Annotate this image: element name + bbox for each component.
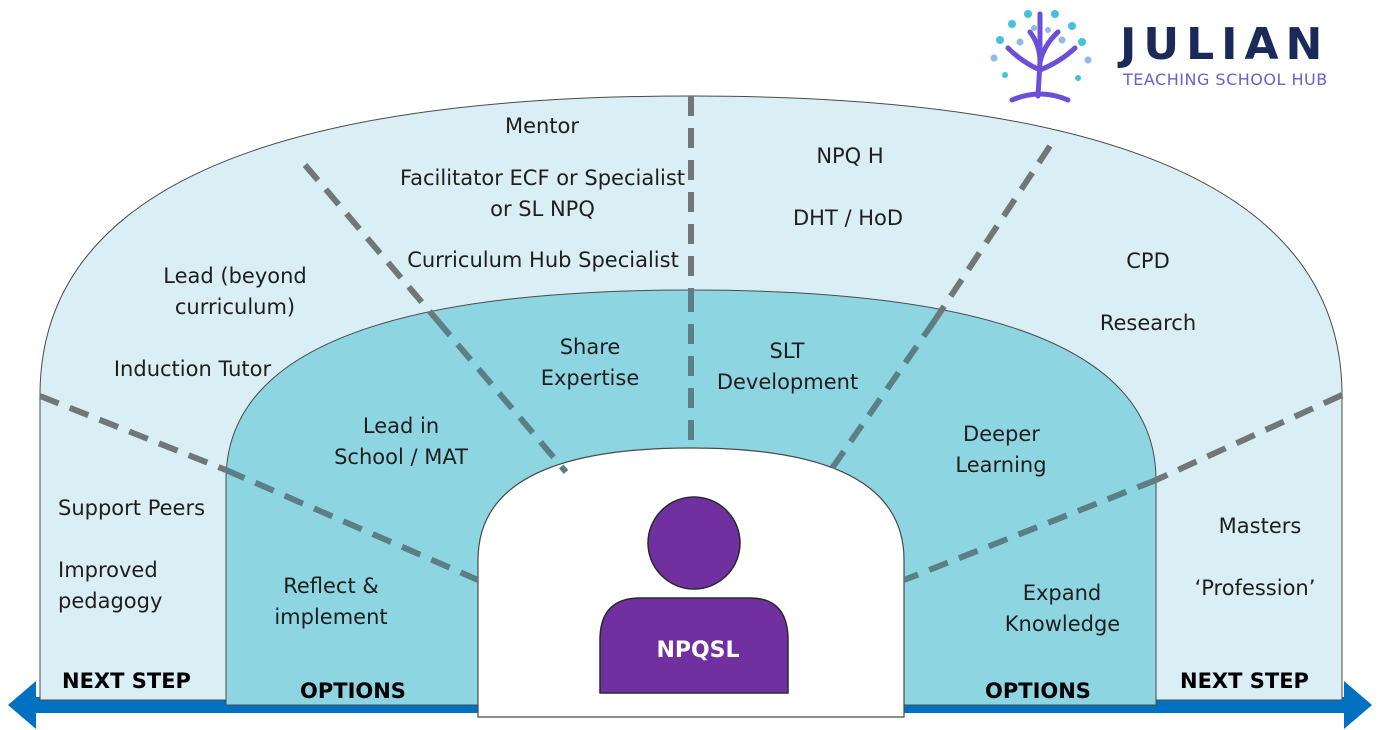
label-mentor: Mentor bbox=[504, 114, 580, 138]
label-knowledge: Knowledge bbox=[1004, 612, 1121, 636]
label-share: Share bbox=[559, 335, 621, 359]
person-icon bbox=[599, 496, 789, 694]
label-reflect: Reflect & bbox=[283, 574, 379, 598]
divider-outer-upper-left bbox=[302, 163, 440, 322]
label-implement: implement bbox=[274, 605, 388, 629]
label-induction-tutor: Induction Tutor bbox=[113, 357, 272, 381]
logo-subtitle: TEACHING SCHOOL HUB bbox=[1123, 70, 1328, 89]
dividers bbox=[38, 96, 1344, 583]
label-profession: ‘Profession’ bbox=[1194, 576, 1316, 600]
label-lead-in: Lead in bbox=[362, 414, 440, 438]
logo-title: JULIAN bbox=[1120, 19, 1330, 70]
label-lead-beyond: Lead (beyond bbox=[163, 264, 307, 288]
label-cpd: CPD bbox=[1126, 249, 1170, 273]
divider-inner-upper-left bbox=[434, 318, 569, 474]
next-step-left: NEXT STEP bbox=[62, 669, 191, 693]
label-pedagogy: pedagogy bbox=[58, 589, 163, 613]
label-development: Development bbox=[716, 370, 859, 394]
next-step-right: NEXT STEP bbox=[1180, 669, 1309, 693]
options-left: OPTIONS bbox=[300, 679, 406, 703]
divider-inner-right bbox=[902, 477, 1158, 583]
label-research: Research bbox=[1099, 311, 1197, 335]
divider-outer-right bbox=[1154, 392, 1344, 483]
divider-outer-left bbox=[38, 393, 228, 473]
label-npq-h: NPQ H bbox=[816, 144, 884, 168]
label-support-peers: Support Peers bbox=[58, 496, 206, 520]
label-deeper: Deeper bbox=[963, 422, 1040, 446]
label-curriculum-hub: Curriculum Hub Specialist bbox=[407, 248, 679, 272]
label-expand: Expand bbox=[1022, 581, 1102, 605]
label-learning: Learning bbox=[955, 453, 1047, 477]
label-facilitator: Facilitator ECF or Specialist bbox=[399, 166, 686, 190]
label-sl-npq: or SL NPQ bbox=[490, 197, 595, 221]
label-expertise: Expertise bbox=[540, 366, 640, 390]
tree-icon bbox=[990, 10, 1092, 103]
center-label: NPQSL bbox=[656, 638, 740, 663]
label-masters: Masters bbox=[1218, 514, 1302, 538]
label-improved: Improved bbox=[58, 558, 158, 582]
options-right: OPTIONS bbox=[985, 679, 1091, 703]
divider-outer-upper-right bbox=[932, 144, 1053, 322]
label-school-mat: School / MAT bbox=[334, 445, 468, 469]
label-dht-hod: DHT / HoD bbox=[792, 206, 904, 230]
label-curriculum: curriculum) bbox=[174, 295, 296, 319]
divider-inner-left bbox=[224, 467, 480, 583]
label-slt: SLT bbox=[769, 339, 805, 363]
